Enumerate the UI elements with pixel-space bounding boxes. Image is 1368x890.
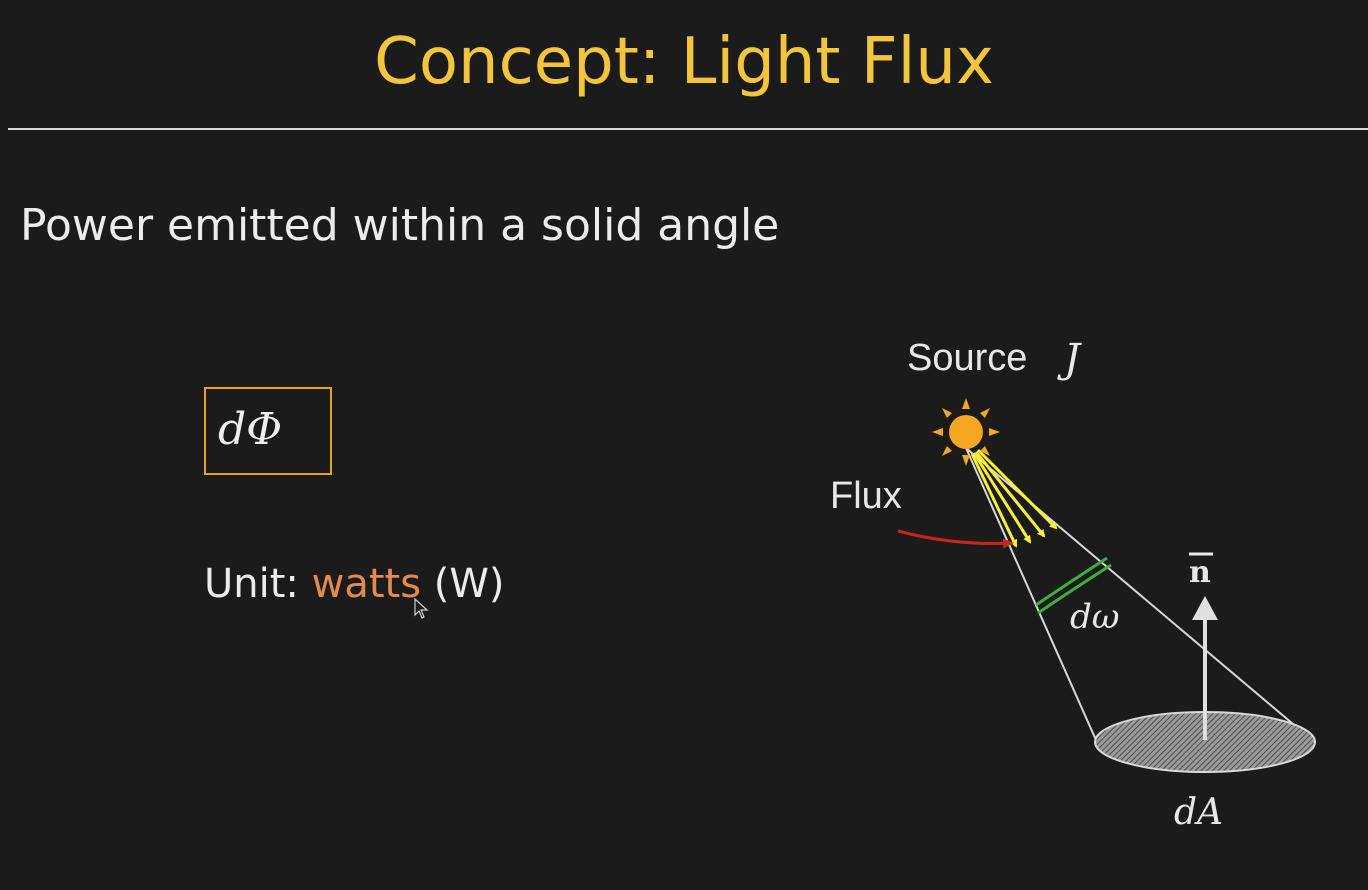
unit-suffix: (W) [421, 561, 505, 607]
sun-icon [932, 398, 1000, 466]
solid-angle-arc [1035, 556, 1112, 615]
slide-subtitle: Power emitted within a solid angle [20, 200, 780, 251]
light-flux-diagram: Source J Flux dω n dA [830, 336, 1316, 833]
title-divider [8, 128, 1368, 130]
source-label: Source [907, 337, 1027, 379]
flux-rays [970, 448, 1058, 548]
formula-symbol: dΦ [218, 404, 283, 455]
mouse-cursor-icon [414, 598, 429, 619]
unit-value: watts [311, 561, 422, 607]
solid-angle-label: dω [1070, 597, 1120, 637]
area-label: dA [1174, 792, 1223, 833]
unit-prefix: Unit: [204, 561, 312, 607]
flux-label: Flux [830, 475, 902, 517]
normal-arrow [1192, 596, 1218, 740]
unit-line: Unit: watts (W) [204, 558, 505, 610]
slide-title: Concept: Light Flux [374, 25, 994, 99]
normal-label: n [1189, 555, 1211, 590]
flux-arrow [897, 529, 1014, 549]
cone-edge-left [965, 447, 1097, 741]
source-symbol: J [1057, 336, 1082, 382]
formula-box [204, 387, 332, 475]
